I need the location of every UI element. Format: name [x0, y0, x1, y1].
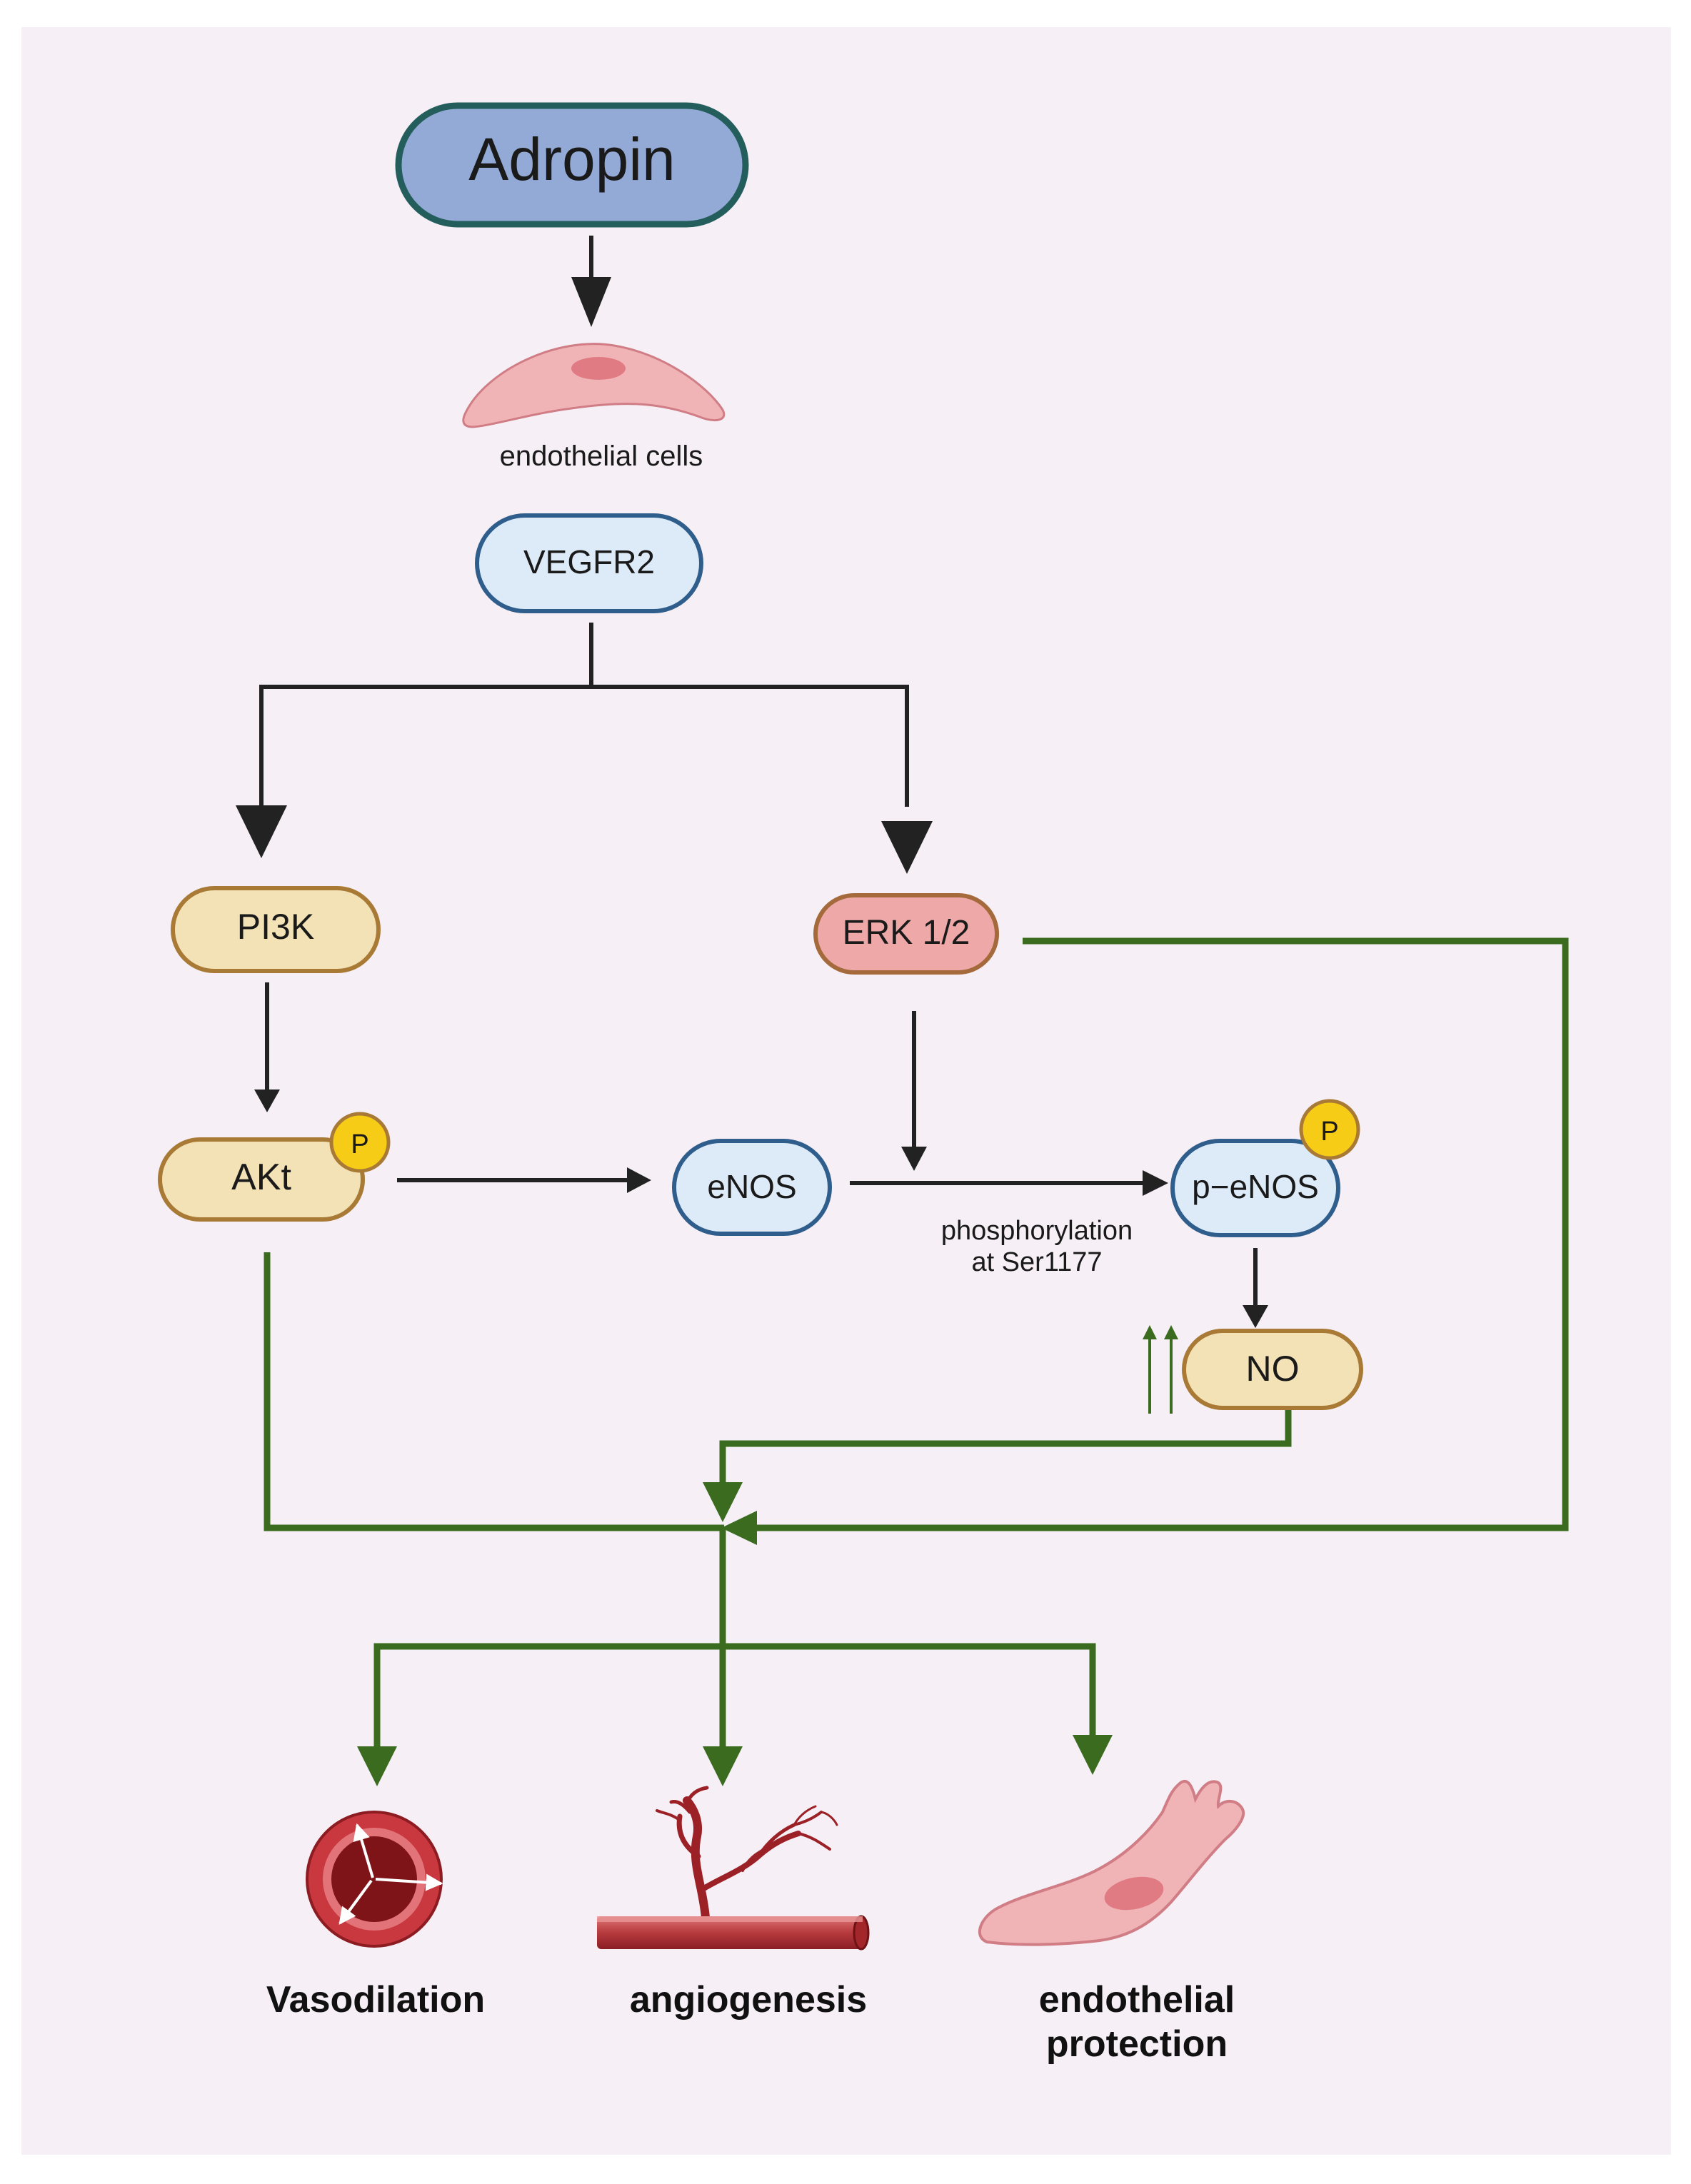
- svg-text:P: P: [351, 1129, 368, 1159]
- arrowhead-to-erk: [881, 821, 933, 874]
- adropin-label: Adropin: [468, 126, 676, 193]
- endothelial-label: endothelial: [1039, 1979, 1235, 2021]
- node-pi3k: PI3K: [171, 886, 381, 973]
- angiogenesis-vessel-icon: [597, 1786, 870, 1951]
- akt-phospho-badge: [329, 1112, 391, 1173]
- enos-label: eNOS: [707, 1168, 796, 1205]
- arrowhead-to-angiogenesis: [703, 1746, 743, 1786]
- node-adropin: Adropin: [395, 102, 749, 228]
- angiogenesis-label: angiogenesis: [630, 1979, 867, 2021]
- node-vegfr2: VEGFR2: [475, 513, 703, 613]
- arrow-akt-to-junction: [264, 1252, 724, 1531]
- protection-label: protection: [1046, 2023, 1228, 2065]
- vasodilation-label: Vasodilation: [266, 1979, 485, 2021]
- akt-label: AKt: [231, 1157, 291, 1198]
- arrowhead-to-pi3k: [236, 805, 287, 858]
- endothelial-cells-label: endothelial cells: [500, 441, 703, 472]
- svg-text:P: P: [1320, 1117, 1338, 1147]
- arrowhead-to-endothelial-protection: [1073, 1735, 1113, 1775]
- node-enos: eNOS: [672, 1139, 832, 1236]
- ser1177-label: at Ser1177: [971, 1247, 1102, 1277]
- vegfr2-label: VEGFR2: [523, 543, 655, 580]
- arrow-erk-to-junction: [750, 937, 1569, 1531]
- diagram-background: [21, 27, 1671, 2155]
- node-akt: AKt P: [158, 1112, 391, 1222]
- arrowhead-to-vasodilation: [357, 1746, 397, 1786]
- blood-vessel-cross-section-icon: [306, 1811, 443, 1948]
- green-arrows: [264, 937, 1569, 1786]
- arrow-no-to-junction: [719, 1402, 1292, 1485]
- node-no: NO: [1182, 1329, 1363, 1410]
- node-erk: ERK 1/2: [813, 893, 999, 975]
- p-enos-label: p−eNOS: [1192, 1168, 1319, 1205]
- p-enos-phospho-badge: [1299, 1099, 1360, 1160]
- arrow-junction-branch: [373, 1643, 1096, 1749]
- increase-arrows-icon: [1143, 1325, 1178, 1414]
- node-p-enos: p−eNOS P: [1170, 1099, 1360, 1237]
- arrow-vegfr2-branch: [259, 685, 909, 807]
- phosphorylation-label: phosphorylation: [941, 1216, 1133, 1246]
- pi3k-label: PI3K: [237, 907, 314, 947]
- erk-label: ERK 1/2: [843, 914, 970, 952]
- black-arrows: [236, 236, 1268, 1328]
- no-label: NO: [1246, 1349, 1300, 1389]
- endothelial-cell-icon: [462, 343, 726, 428]
- endothelial-protection-cell-icon: [978, 1779, 1245, 1946]
